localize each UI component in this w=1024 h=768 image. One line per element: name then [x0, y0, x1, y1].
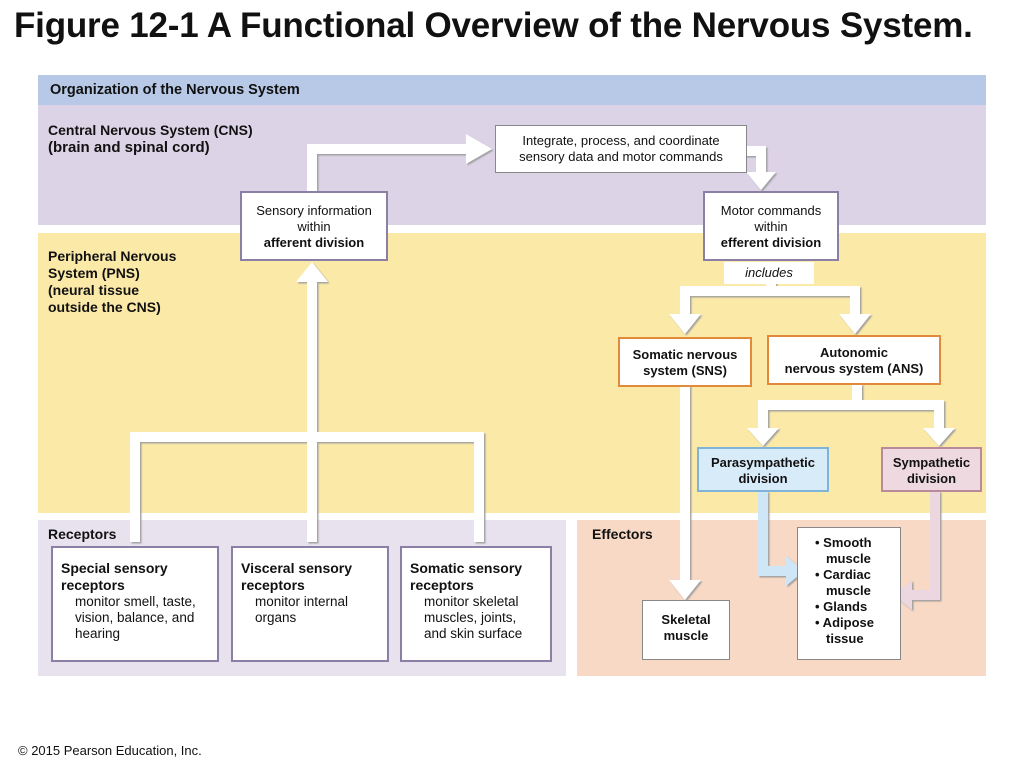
pns-label-line: Peripheral Nervous: [48, 248, 177, 264]
sympathetic-text: division: [906, 471, 957, 486]
header-label: Organization of the Nervous System: [50, 82, 300, 98]
effector-item: muscle: [826, 551, 871, 566]
sns-text: Somatic nervous: [632, 347, 738, 362]
special-sensory-title: receptors: [61, 577, 125, 593]
effectors-label: Effectors: [592, 526, 653, 542]
special-sensory-box: Special sensory receptors monitor smell,…: [51, 546, 219, 662]
visceral-sensory-title: Visceral sensory: [241, 560, 353, 576]
header-band: [38, 75, 986, 105]
motor-commands-text: Motor commands: [720, 203, 822, 218]
parasympathetic-text: division: [738, 471, 788, 486]
somatic-sensory-desc: monitor skeletal: [424, 594, 519, 609]
effector-item: muscle: [826, 583, 871, 598]
somatic-sensory-desc: and skin surface: [424, 626, 523, 641]
figure-title: Figure 12-1 A Functional Overview of the…: [14, 6, 973, 45]
ans-text: nervous system (ANS): [784, 361, 924, 376]
effector-item: • Adipose: [815, 615, 874, 630]
parasympathetic-text: Parasympathetic: [710, 455, 816, 470]
motor-commands-text: within: [754, 219, 788, 234]
copyright-notice: © 2015 Pearson Education, Inc.: [18, 743, 202, 758]
visceral-sensory-desc: monitor internal: [255, 594, 349, 609]
effector-item: • Glands: [815, 599, 868, 614]
sympathetic-box: Sympathetic division: [881, 447, 982, 492]
special-sensory-desc: monitor smell, taste,: [75, 594, 196, 609]
integrate-box: Integrate, process, and coordinate senso…: [495, 125, 747, 173]
effector-item: tissue: [826, 631, 864, 646]
special-sensory-desc: hearing: [75, 626, 121, 641]
ans-text: Autonomic: [820, 345, 888, 360]
somatic-sensory-desc: muscles, joints,: [424, 610, 517, 625]
pns-label: Peripheral Nervous System (PNS) (neural …: [48, 248, 176, 316]
special-sensory-title: Special sensory: [61, 560, 168, 576]
effector-item: • Cardiac: [815, 567, 871, 582]
pns-label-line: System (PNS): [48, 265, 140, 281]
cns-label: Central Nervous System (CNS) (brain and …: [48, 122, 253, 156]
effector-item: • Smooth: [815, 535, 872, 550]
somatic-sensory-box: Somatic sensory receptors monitor skelet…: [400, 546, 552, 662]
visceral-sensory-title: receptors: [241, 577, 305, 593]
parasympathetic-box: Parasympathetic division: [697, 447, 829, 492]
somatic-sensory-title: Somatic sensory: [410, 560, 523, 576]
sensory-info-text: afferent division: [263, 235, 365, 250]
pns-label-line: outside the CNS): [48, 299, 161, 315]
integrate-text: Integrate, process, and coordinate: [522, 133, 720, 148]
pns-label-line: (neural tissue: [48, 282, 140, 298]
sns-box: Somatic nervous system (SNS): [618, 337, 752, 387]
special-sensory-desc: vision, balance, and: [75, 610, 195, 625]
visceral-sensory-box: Visceral sensory receptors monitor inter…: [231, 546, 389, 662]
motor-commands-box: Motor commands within efferent division: [703, 191, 839, 261]
effector-list-box: • Smooth muscle • Cardiac muscle • Gland…: [797, 527, 901, 660]
visceral-sensory-desc: organs: [255, 610, 297, 625]
skeletal-muscle-box: Skeletal muscle: [642, 600, 730, 660]
skeletal-muscle-text: muscle: [663, 628, 709, 643]
cns-label-line: Central Nervous System (CNS): [48, 122, 253, 138]
sns-text: system (SNS): [643, 363, 727, 378]
somatic-sensory-title: receptors: [410, 577, 474, 593]
motor-commands-text: efferent division: [720, 235, 822, 250]
receptors-label: Receptors: [48, 526, 117, 542]
includes-label: includes: [724, 262, 814, 284]
ans-box: Autonomic nervous system (ANS): [767, 335, 941, 385]
sympathetic-text: Sympathetic: [892, 455, 971, 470]
integrate-text: sensory data and motor commands: [519, 149, 723, 164]
sensory-info-text: Sensory information: [256, 203, 372, 218]
sensory-info-box: Sensory information within afferent divi…: [240, 191, 388, 261]
sensory-info-text: within: [297, 219, 331, 234]
cns-label-line: (brain and spinal cord): [48, 139, 210, 156]
skeletal-muscle-text: Skeletal: [661, 612, 711, 627]
